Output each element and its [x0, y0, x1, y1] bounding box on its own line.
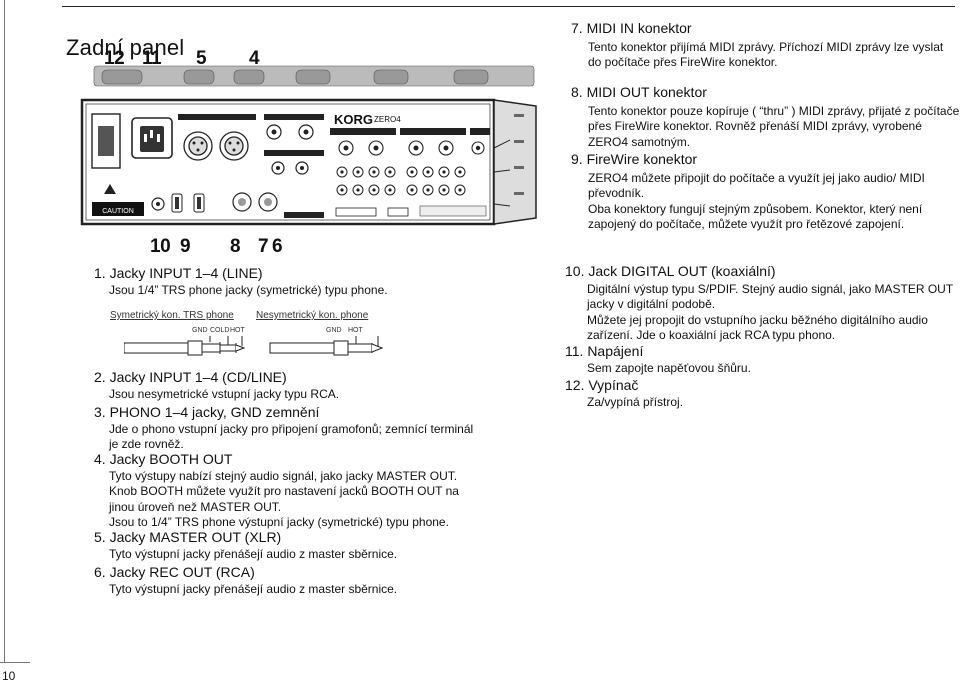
item-10-body-line-1: Digitální výstup typu S/PDIF. Stejný aud… [587, 282, 954, 296]
item-12-heading: 12. Vypínač [565, 377, 639, 393]
callout-5: 5 [196, 48, 207, 69]
callout-9: 9 [180, 236, 191, 257]
pin-gnd-2: GND [326, 327, 342, 334]
item-4: 4. Jacky BOOTH OUT Tyto výstupy nabízí s… [94, 451, 459, 530]
caution-label: CAUTION [102, 208, 134, 215]
item-9: 9. FireWire konektor ZERO4 můžete připoj… [571, 151, 925, 232]
item-3: 3. PHONO 1–4 jacky, GND zemnění Jde o ph… [94, 404, 473, 453]
callout-6: 6 [272, 236, 283, 257]
item-4-heading: 4. Jacky BOOTH OUT [94, 451, 233, 467]
item-5: 5. Jacky MASTER OUT (XLR) Tyto výstupní … [94, 529, 397, 562]
item-5-heading: 5. Jacky MASTER OUT (XLR) [94, 529, 282, 545]
item-6: 6. Jacky REC OUT (RCA) Tyto výstupní jac… [94, 564, 397, 597]
item-3-body-line-2: je zde rovněž. [109, 437, 184, 452]
item-3-body-line-1: Jde o phono vstupní jacky pro připojení … [109, 422, 474, 436]
page-number-box: 10 [0, 662, 30, 685]
item-1: 1. Jacky INPUT 1–4 (LINE) Jsou 1/4” TRS … [94, 265, 388, 298]
page-title: Zadní panel [66, 34, 185, 60]
item-10-heading: 10. Jack DIGITAL OUT (koaxiální) [565, 263, 776, 279]
top-rule [62, 6, 955, 7]
item-7-heading: 7. MIDI IN konektor [571, 20, 692, 36]
callout-12: 12 [104, 48, 125, 69]
callout-7: 7 [258, 236, 269, 257]
korg-logo: KORG [334, 112, 373, 127]
balanced-caption: Symetrický kon. TRS phone [110, 310, 234, 321]
item-6-heading: 6. Jacky REC OUT (RCA) [94, 564, 255, 580]
item-8: 8. MIDI OUT konektor Tento konektor pouz… [571, 84, 959, 150]
item-11-body: Sem zapojte napěťovou šňůru. [587, 361, 751, 375]
item-9-body-line-1: ZERO4 můžete připojit do počítače a využ… [588, 171, 925, 185]
item-12: 12. Vypínač Za/vypíná přístroj. [565, 377, 683, 410]
item-7: 7. MIDI IN konektor Tento konektor přijí… [571, 20, 943, 71]
item-10-body-line-3: Můžete jej propojit do vstupního jacku b… [587, 312, 928, 327]
model-name: ZERO4 [374, 115, 401, 124]
item-4-body-line-2: Knob BOOTH můžete využít pro nastavení j… [109, 484, 459, 499]
callout-4: 4 [249, 48, 260, 69]
item-10-body-line-2: jacky v digitální podobě. [587, 297, 716, 312]
unbalanced-caption: Nesymetrický kon. phone [256, 310, 369, 321]
item-2-body: Jsou nesymetrické vstupní jacky typu RCA… [109, 387, 340, 401]
item-8-body-line-1: Tento konektor pouze kopíruje ( “thru” )… [588, 104, 960, 118]
item-8-body-line-2: přes FireWire konektor. Rovněž přenáší M… [588, 119, 922, 134]
callout-8: 8 [230, 236, 241, 257]
item-9-heading: 9. FireWire konektor [571, 151, 698, 167]
item-12-body: Za/vypíná přístroj. [587, 395, 684, 409]
item-11: 11. Napájení Sem zapojte napěťovou šňůru… [565, 343, 751, 376]
item-6-body: Tyto výstupní jacky přenášejí audio z ma… [109, 582, 398, 596]
pin-hot: HOT [230, 327, 245, 334]
item-8-heading: 8. MIDI OUT konektor [571, 84, 707, 100]
item-9-body-line-2: převodník. [588, 186, 645, 201]
left-rule [4, 0, 5, 662]
item-2-heading: 2. Jacky INPUT 1–4 (CD/LINE) [94, 369, 287, 385]
item-1-body: Jsou 1/4” TRS phone jacky (symetrické) t… [109, 283, 388, 297]
item-11-heading: 11. Napájení [565, 343, 644, 359]
item-7-body-line-2: do počítače přes FireWire konektor. [588, 55, 778, 70]
item-3-heading: 3. PHONO 1–4 jacky, GND zemnění [94, 404, 320, 420]
item-4-body-line-3: jinou úroveň než MASTER OUT. [109, 499, 282, 514]
pin-gnd: GND [192, 327, 208, 334]
item-10-body-line-4: zařízení. Jde o koaxiální jack RCA typu … [587, 327, 836, 342]
item-1-heading: 1. Jacky INPUT 1–4 (LINE) [94, 265, 263, 281]
item-4-body-line-4: Jsou to 1/4” TRS phone výstupní jacky (s… [109, 514, 449, 529]
page-number: 10 [2, 669, 16, 683]
item-2: 2. Jacky INPUT 1–4 (CD/LINE) Jsou nesyme… [94, 369, 339, 402]
item-7-body-line-1: Tento konektor přijímá MIDI zprávy. Příc… [588, 40, 944, 54]
item-10: 10. Jack DIGITAL OUT (koaxiální) Digitál… [565, 263, 953, 343]
phone-plug-drawing [124, 336, 384, 356]
rear-panel-illustration: CAUTION KORG ZERO4 [80, 65, 537, 226]
item-9-body-line-3: Oba konektory fungují stejným způsobem. … [588, 201, 923, 216]
callout-11: 11 [142, 48, 162, 69]
callout-10: 10 [150, 236, 171, 257]
item-4-body-line-1: Tyto výstupy nabízí stejný audio signál,… [109, 469, 458, 483]
jack-diagrams: Symetrický kon. TRS phone Nesymetrický k… [110, 310, 410, 364]
item-9-body-line-4: zapojený do počítače, můžete využít pro … [588, 216, 905, 231]
item-8-body-line-3: ZERO4 samotným. [588, 134, 691, 149]
item-5-body: Tyto výstupní jacky přenášejí audio z ma… [109, 547, 398, 561]
pin-hot-2: HOT [348, 327, 363, 334]
pin-cold: COLD [210, 327, 230, 334]
